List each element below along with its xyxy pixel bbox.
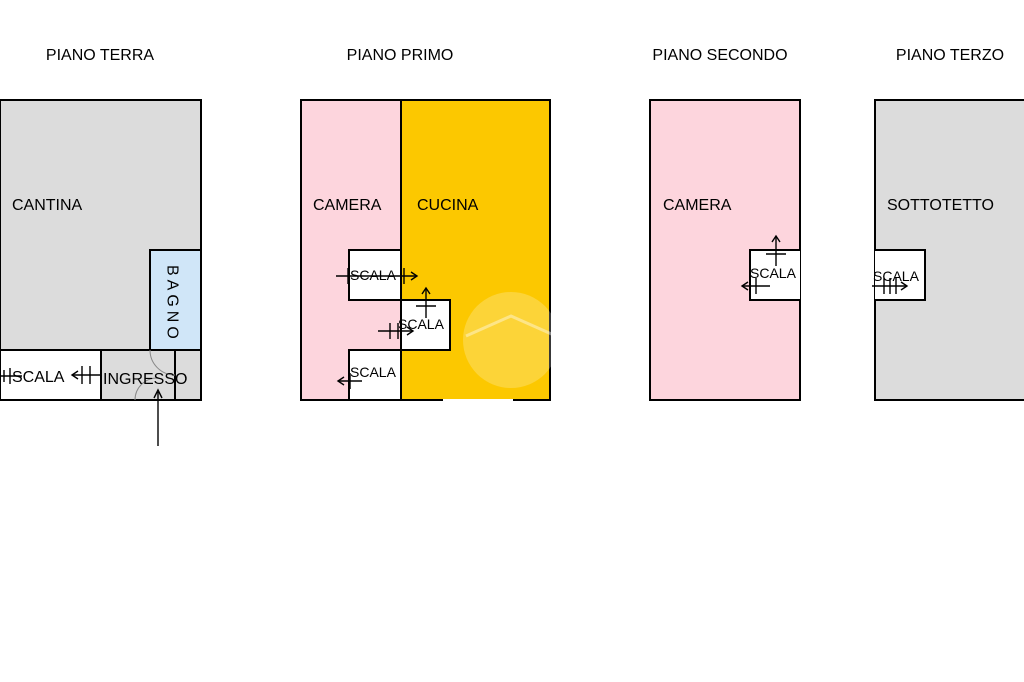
room-label-scala: SCALA: [350, 364, 397, 380]
room-scala-3: [348, 349, 402, 401]
stair-arrow-icon: [740, 234, 786, 294]
floor-title: PIANO TERZO: [896, 47, 1004, 64]
entrance-arrow-icon: [153, 388, 163, 446]
room-label-scala: SCALA: [350, 267, 397, 283]
watermark-logo: [463, 292, 559, 388]
room-label-camera: CAMERA: [313, 197, 382, 214]
room-label-bagno: BAGNO: [164, 265, 181, 343]
floor-title: PIANO PRIMO: [347, 47, 454, 64]
stair-arrow-icon: [872, 278, 909, 294]
room-scala: [875, 249, 926, 301]
floor-title: PIANO TERRA: [46, 47, 155, 64]
room-scala-1: [348, 249, 402, 301]
floor-title: PIANO SECONDO: [652, 47, 787, 64]
floor-piano-secondo: PIANO SECONDO CAMERA SCALA: [649, 47, 801, 401]
room-label-ingresso: INGRESSO: [103, 371, 187, 388]
room-label-sottotetto: SOTTOTETTO: [887, 197, 994, 214]
room-bagno: [149, 249, 202, 351]
floor-piano-primo: PIANO PRIMO CAMERA CUCINA SCALA SCALA SC…: [300, 47, 559, 401]
room-label-camera: CAMERA: [663, 197, 732, 214]
room-label-scala: SCALA: [398, 316, 445, 332]
room-scala: [749, 249, 800, 301]
floor-piano-terzo: PIANO TERZO SOTTOTETTO SCALA: [872, 47, 1024, 401]
stair-arrow-icon: [0, 366, 102, 384]
stair-arrow-icon: [336, 268, 436, 389]
room-label-scala: SCALA: [12, 369, 65, 386]
room-label-cucina: CUCINA: [417, 197, 479, 214]
floor-piano-terra: PIANO TERRA CANTINA BAGNO SCALA INGRESSO: [0, 47, 202, 446]
room-label-scala: SCALA: [750, 265, 797, 281]
room-label-cantina: CANTINA: [12, 197, 83, 214]
